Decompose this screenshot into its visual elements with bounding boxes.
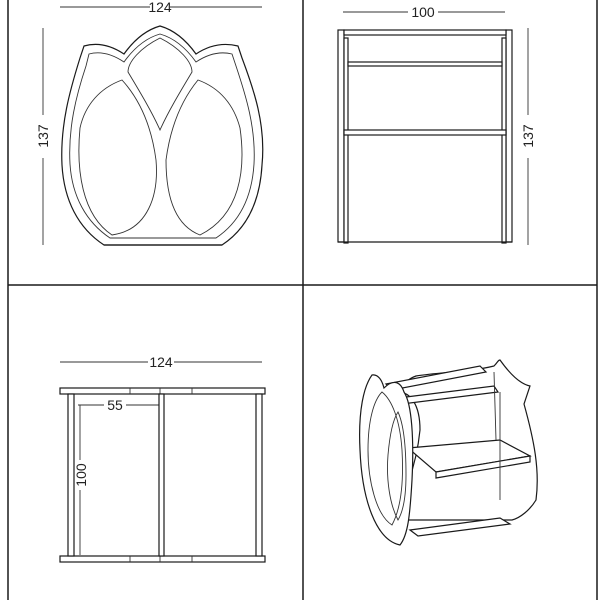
top-inner-dimension: 55: [78, 397, 160, 413]
side-lower-shelf: [343, 129, 507, 136]
top-left-board: [67, 393, 75, 557]
center-petal: [127, 37, 193, 132]
iso-right-panel-inner: [493, 371, 501, 500]
tulip-inner-outline: [69, 33, 255, 239]
front-height-label: 137: [35, 124, 51, 148]
iso-front-petal-outer: [367, 391, 403, 526]
top-lower-rail: [59, 555, 266, 563]
iso-front-petal-inner: [387, 411, 407, 521]
side-upper-shelf: [347, 61, 503, 67]
iso-lower-shelf-edge: [435, 455, 531, 479]
left-petal: [78, 79, 157, 236]
top-right-board: [255, 393, 263, 557]
side-height-label: 137: [520, 124, 536, 148]
top-width-dimension: 124: [60, 354, 262, 370]
top-width-label: 124: [149, 354, 173, 370]
side-left-panel: [337, 29, 345, 243]
iso-bottom-board: [408, 517, 512, 537]
top-upper-rail: [59, 387, 266, 395]
iso-view: [359, 359, 538, 546]
side-right-panel: [505, 29, 513, 243]
right-petal: [165, 79, 243, 236]
top-depth-dimension: 100: [73, 405, 89, 555]
side-height-dimension: 137: [520, 28, 536, 245]
side-right-panel-edge: [501, 37, 507, 244]
front-width-label: 124: [148, 0, 172, 15]
side-top-board: [343, 29, 507, 36]
side-left-panel-edge: [343, 37, 349, 244]
sheet-frame: [7, 0, 598, 600]
front-width-dimension: 124: [60, 0, 262, 15]
side-width-dimension: 100: [343, 4, 505, 20]
top-inner-label: 55: [107, 397, 123, 413]
side-view: 100 137: [337, 4, 536, 245]
front-height-dimension: 137: [35, 28, 51, 245]
tulip-outline: [61, 25, 264, 246]
side-width-label: 100: [411, 4, 435, 20]
top-view: 124 55 100: [59, 354, 266, 563]
top-middle-divider: [158, 393, 165, 557]
top-depth-label: 100: [73, 463, 89, 487]
front-view: 124 137: [35, 0, 264, 246]
